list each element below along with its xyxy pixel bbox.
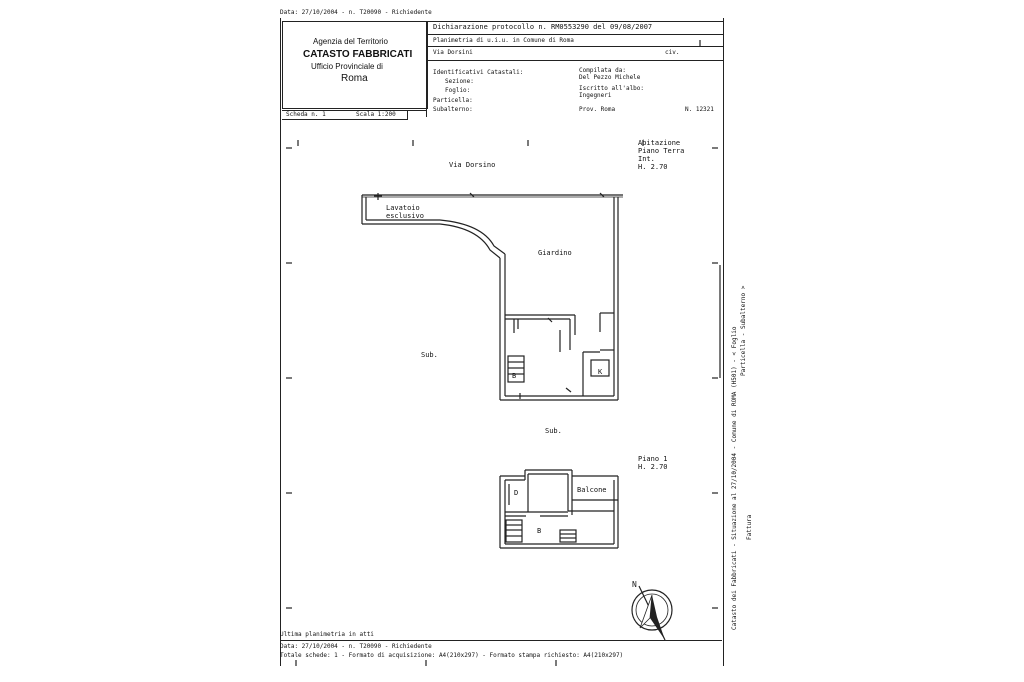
room-k-label: K: [598, 368, 603, 376]
civ: civ.: [665, 49, 680, 56]
footer-line1: Ultima planimetria in atti: [280, 631, 374, 638]
room-b1-label: B: [512, 372, 517, 380]
sub-label-1: Sub.: [421, 351, 438, 359]
pt-line3: Int.: [638, 155, 655, 163]
side-note-2: Particella - Subalterno >: [740, 285, 747, 376]
declaration-box: Dichiarazione protocollo n. RM0553290 de…: [426, 21, 723, 117]
esclusivo-label: esclusivo: [386, 212, 424, 220]
planimetria: Planimetria di u.i.u. in Comune di Roma: [433, 37, 574, 44]
agency-line2: CATASTO FABBRICATI: [303, 49, 413, 60]
room-b2-label: B: [537, 527, 542, 535]
agency-line4: Roma: [341, 73, 368, 84]
side-note-1: Catasto dei Fabbricati - Situazione al 2…: [731, 326, 738, 630]
pt-h: H. 2.70: [638, 163, 668, 171]
iscritto: Iscritto all'albo:: [579, 85, 645, 92]
footer-line2: Data: 27/10/2004 - n. T20090 - Richieden…: [280, 643, 432, 650]
foglio: Foglio:: [445, 87, 471, 94]
lavatoio-label: Lavatoio: [386, 204, 420, 212]
prov: Prov. Roma: [579, 106, 616, 113]
iscritto-val: Ingegneri: [579, 92, 612, 99]
dichiarazione: Dichiarazione protocollo n. RM0553290 de…: [433, 23, 653, 31]
agency-line1: Agenzia del Territorio: [313, 37, 389, 46]
compilata-name: Del Pezzo Michele: [579, 74, 641, 81]
num: N. 12321: [685, 106, 714, 113]
svg-text:N: N: [632, 580, 637, 589]
p1-title: Piano 1: [638, 455, 668, 463]
pt-title: Abitazione: [638, 139, 681, 147]
sub-label-2: Sub.: [545, 427, 562, 435]
subalterno: Subalterno:: [433, 106, 473, 113]
sezione: Sezione:: [445, 78, 474, 85]
compilata: Compilata da:: [579, 67, 626, 74]
particella: Particella:: [433, 97, 473, 104]
balcone-label: Balcone: [577, 486, 607, 494]
room-d-label: D: [514, 489, 519, 497]
document-sheet: [280, 18, 724, 666]
pt-line2: Piano Terra: [638, 147, 685, 155]
footer-line3: Totale schede: 1 - Formato di acquisizio…: [280, 652, 624, 659]
side-note-3: Fattura: [746, 514, 753, 540]
giardino-label: Giardino: [538, 249, 572, 257]
via-dorsino-label: Via Dorsino: [449, 161, 496, 169]
agency-box: Agenzia del Territorio CATASTO FABBRICAT…: [282, 21, 428, 109]
scala: Scala 1:200: [356, 111, 396, 118]
top-note: Data: 27/10/2004 - n. T20090 - Richieden…: [280, 9, 432, 16]
scheda: Scheda n. 1: [286, 111, 326, 118]
agency-line3: Ufficio Provinciale di: [311, 62, 383, 71]
identificativi: Identificativi Catastali:: [433, 69, 524, 76]
p1-h: H. 2.70: [638, 463, 668, 471]
via: Via Dorsini: [433, 49, 473, 56]
